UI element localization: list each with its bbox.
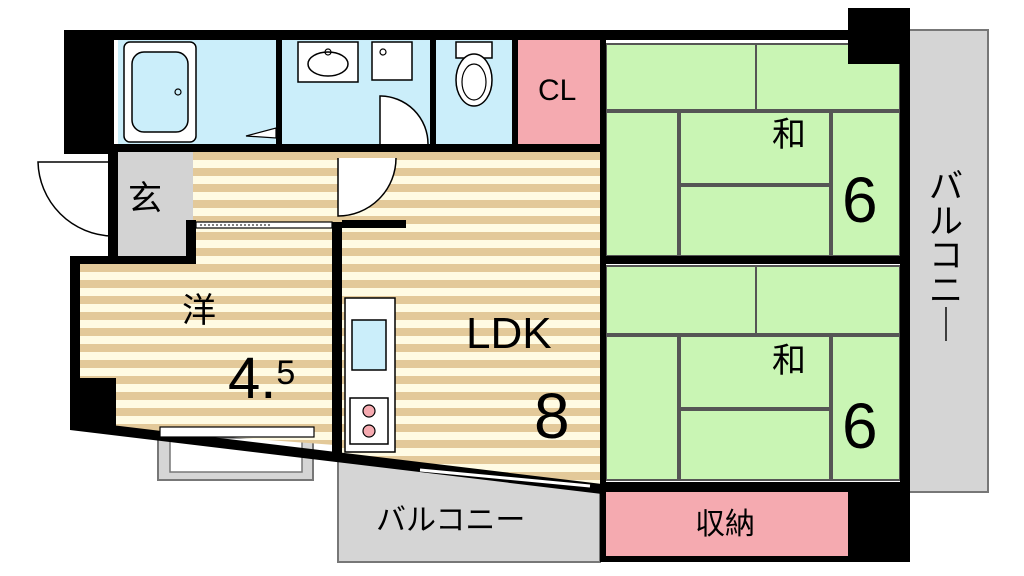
balcony-right-label-char: コ — [929, 236, 963, 277]
ldk-label: LDK — [466, 309, 552, 358]
entrance-label: 玄 — [128, 179, 162, 219]
balcony-right-area — [907, 29, 989, 493]
balcony-bottom-label: バルコニー — [376, 503, 526, 538]
closet-label: CL — [538, 74, 577, 107]
washing-machine — [371, 41, 413, 81]
walls — [64, 8, 910, 562]
kitchen-sink — [351, 319, 387, 371]
japanese-room-upper-label: 和 — [772, 115, 806, 155]
hall-door — [337, 157, 397, 217]
storage-area — [606, 492, 850, 562]
balcony-right-label-char: ｜ — [929, 305, 963, 346]
japanese-room-upper-size: 6 — [842, 164, 878, 236]
hall-floor — [192, 150, 337, 262]
western-room-size-sup: 5 — [276, 354, 296, 392]
western-room-label: 洋 — [182, 291, 216, 331]
storage-label: 収納 — [695, 507, 755, 542]
ldk-floor — [337, 148, 602, 488]
western-room-size-main: 4. — [228, 346, 277, 411]
entrance-door — [37, 161, 114, 237]
balcony-right-label: バルコニ｜ — [926, 170, 966, 343]
japanese-room-lower-size: 6 — [842, 390, 878, 462]
tatami-lower — [605, 265, 901, 481]
balcony-right-label-char: ル — [929, 201, 963, 242]
western-room-size: 4.5 — [228, 350, 295, 408]
closet-area — [516, 38, 602, 148]
balcony-right-label-char: バ — [929, 167, 963, 207]
western-room-floor — [78, 260, 335, 445]
ldk-size: 8 — [534, 380, 570, 452]
balcony-right-label-char: ニ — [929, 271, 963, 312]
entrance-floor — [115, 150, 193, 260]
japanese-room-lower-label: 和 — [772, 341, 806, 381]
tatami-upper — [605, 43, 901, 257]
